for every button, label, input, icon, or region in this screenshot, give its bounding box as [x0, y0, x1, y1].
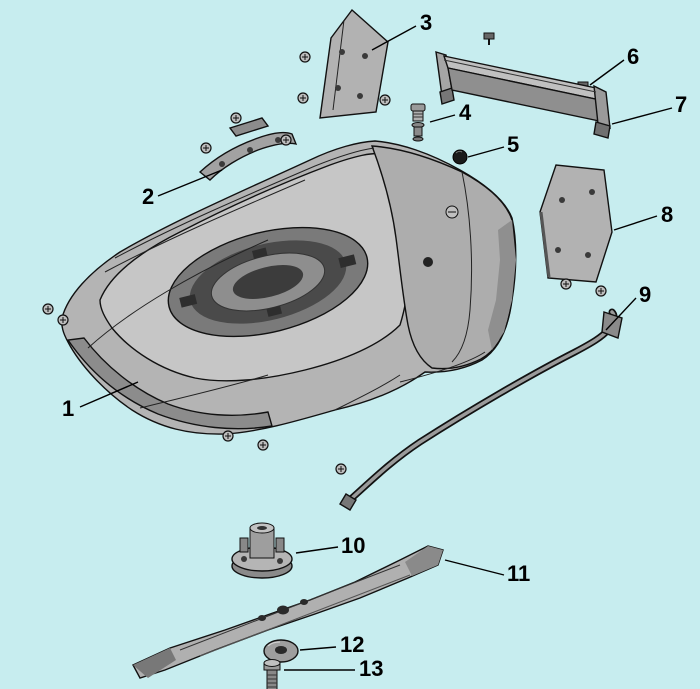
part-label-9: 9 — [639, 282, 651, 307]
part-labels: 1 2 3 4 5 6 7 8 9 10 11 12 13 — [62, 10, 687, 681]
part-label-12: 12 — [340, 632, 364, 657]
part-label-6: 6 — [627, 44, 639, 69]
part-label-3: 3 — [420, 10, 432, 35]
part-1-deck-housing — [42, 140, 517, 475]
part-12-washer — [263, 639, 299, 663]
part-11-blade — [132, 545, 444, 679]
part-9-guard-rod — [339, 308, 623, 511]
part-label-5: 5 — [507, 132, 519, 157]
part-4-bolt-fitting — [410, 103, 426, 142]
part-label-8: 8 — [661, 202, 673, 227]
part-5-plug — [452, 149, 468, 165]
part-label-7: 7 — [675, 92, 687, 117]
part-label-13: 13 — [359, 656, 383, 681]
part-2-front-bracket — [198, 112, 298, 181]
part-3-side-plate-left — [297, 8, 391, 119]
part-label-1: 1 — [62, 396, 74, 421]
part-8-side-plate-right — [539, 164, 613, 297]
leader-lines — [79, 25, 673, 671]
part-label-4: 4 — [459, 100, 472, 125]
part-label-11: 11 — [507, 561, 530, 586]
part-10-blade-adapter — [231, 522, 293, 579]
part-7-rear-baffle — [435, 51, 611, 139]
part-label-2: 2 — [142, 184, 154, 209]
part-label-10: 10 — [341, 533, 365, 558]
part-13-blade-bolt — [263, 659, 281, 689]
